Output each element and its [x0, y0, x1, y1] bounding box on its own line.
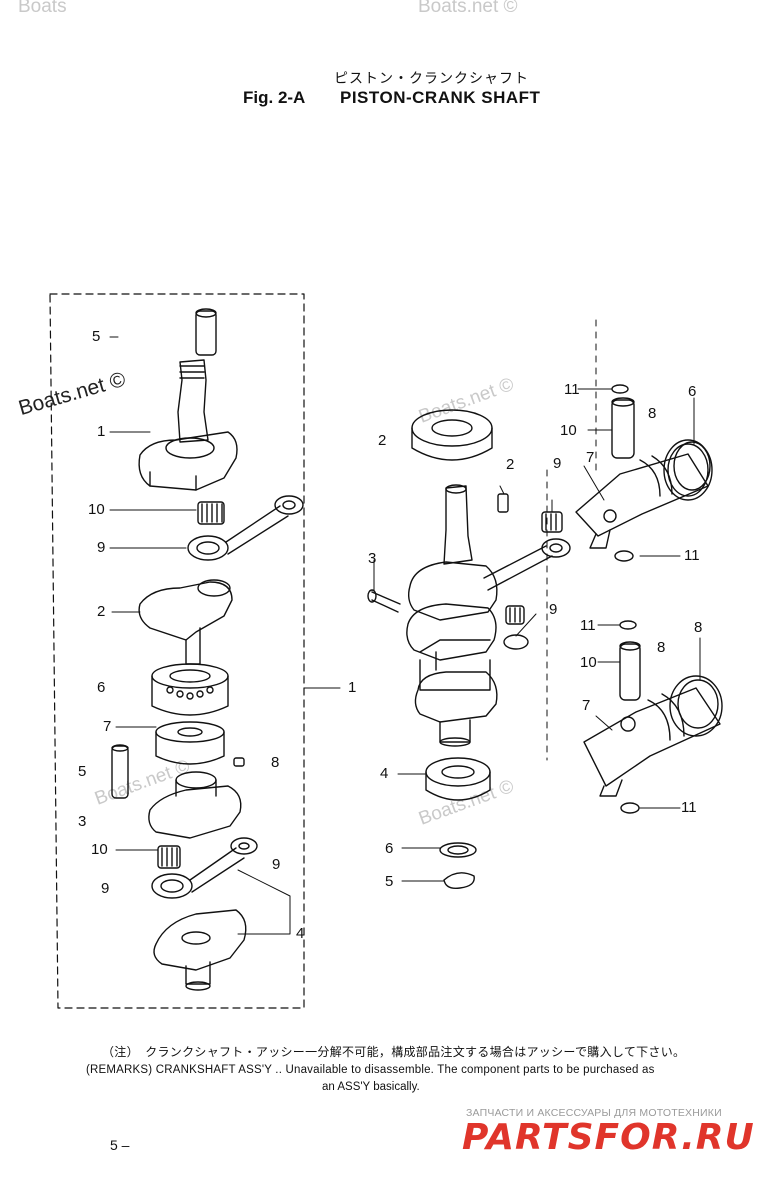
remarks-english-line2: an ASS'Y basically.	[322, 1081, 420, 1093]
ball-bearing-bottom-right	[425, 757, 491, 801]
callout-right-8-ring: 8	[694, 619, 703, 636]
watermark-top-left: Boats	[18, 0, 67, 17]
callout-right-11-top: 11	[564, 381, 580, 398]
piston-lower	[583, 675, 723, 797]
callout-left-5-lower: 5	[78, 763, 87, 780]
callout-left-4: 4	[296, 925, 305, 942]
ball-bearing-top-right	[411, 409, 493, 461]
callout-right-10-lower: 10	[580, 654, 597, 671]
callout-left-8: 8	[271, 754, 280, 771]
callout-right-8-top: 8	[648, 405, 657, 422]
callout-left-7: 7	[103, 718, 112, 735]
circlip-lower-2	[620, 802, 640, 814]
remarks-english-line1: (REMARKS) CRANKSHAFT ASS'Y .. Unavailabl…	[86, 1064, 655, 1076]
crank-pin-top	[195, 308, 217, 356]
crank-half-lower	[148, 771, 242, 839]
callout-right-2-bearing: 2	[378, 432, 387, 449]
figure-number: Fig. 2-A	[243, 88, 306, 107]
figure-title: PISTON-CRANK SHAFT	[340, 88, 541, 107]
snap-ring	[443, 872, 475, 890]
needle-bearing-upper	[197, 501, 225, 525]
piston-pin-upper	[611, 397, 635, 459]
circlip-lower-1	[619, 620, 637, 630]
callout-left-5-top: 5	[92, 328, 101, 345]
callout-left-10-lower: 10	[91, 841, 108, 858]
store-brand-logo: PARTSFOR.RU	[462, 1117, 755, 1158]
callout-right-9-top: 9	[553, 455, 562, 472]
conrod-right-upper	[483, 538, 571, 591]
callout-left-3: 3	[78, 813, 87, 830]
remarks-japanese: （注） クランクシャフト・アッシー一分解不可能，構成部品注文する場合はアッシーで…	[102, 1045, 686, 1059]
callout-right-11-lower: 11	[580, 617, 596, 634]
callout-right-6-washer: 6	[385, 840, 394, 857]
callout-right-3: 3	[368, 550, 377, 567]
callout-right-4: 4	[380, 765, 389, 782]
ball-bearing-left	[151, 663, 229, 716]
crank-half-upper	[138, 359, 238, 491]
callout-left-9-top: 9	[97, 539, 106, 556]
piston-rings-upper	[667, 441, 711, 497]
page-number: 5 –	[110, 1137, 130, 1153]
callout-right-11-bottom: 11	[681, 799, 697, 816]
callout-right-9-lower: 9	[549, 601, 558, 618]
store-tagline: ЗАПЧАСТИ И АКСЕССУАРЫ ДЛЯ МОТОТЕХНИКИ	[466, 1107, 722, 1119]
callout-left-9-lower: 9	[101, 880, 110, 897]
crank-half-bottom	[153, 909, 247, 991]
crankshaft-assembly	[406, 484, 498, 747]
conrod-lower	[151, 837, 258, 899]
callout-right-7-top: 7	[586, 449, 595, 466]
piston-pin-lower	[619, 641, 641, 701]
piston-upper	[575, 439, 713, 549]
callout-left-1: 1	[97, 423, 106, 440]
assembly-boundary-left	[49, 293, 305, 1009]
conrod-upper	[187, 495, 304, 561]
callout-assembly-1: 1	[348, 679, 357, 696]
crank-bolt	[367, 589, 401, 613]
needle-bearing-right-lower	[505, 605, 525, 625]
circlip-upper-1	[611, 384, 629, 394]
callout-left-10-top: 10	[88, 501, 105, 518]
needle-bearing-right-upper	[541, 511, 563, 533]
needle-bearing-lower	[157, 845, 181, 869]
conrod-right-lower	[503, 634, 529, 650]
callout-left-6: 6	[97, 679, 106, 696]
watermark-top-right: Boats.net ©	[418, 0, 518, 17]
japanese-title: ピストン・クランクシャフト	[334, 71, 529, 87]
thrust-washer	[439, 842, 477, 858]
callout-right-11-mid: 11	[684, 547, 700, 564]
circlip-upper-2	[614, 550, 634, 562]
callout-right-8-pin: 8	[657, 639, 666, 656]
woodruff-key	[497, 493, 509, 513]
callout-right-6: 6	[688, 383, 697, 400]
callout-right-5: 5	[385, 873, 394, 890]
callout-left-9-pin: 9	[272, 856, 281, 873]
key-pin-left	[233, 757, 245, 767]
spacer-ring-left	[155, 721, 225, 765]
callout-right-2-key: 2	[506, 456, 515, 473]
crank-pin-lower	[111, 744, 129, 799]
callout-right-10-top: 10	[560, 422, 577, 439]
callout-left-2: 2	[97, 603, 106, 620]
crank-half-middle	[138, 579, 233, 665]
callout-right-7-lower: 7	[582, 697, 591, 714]
